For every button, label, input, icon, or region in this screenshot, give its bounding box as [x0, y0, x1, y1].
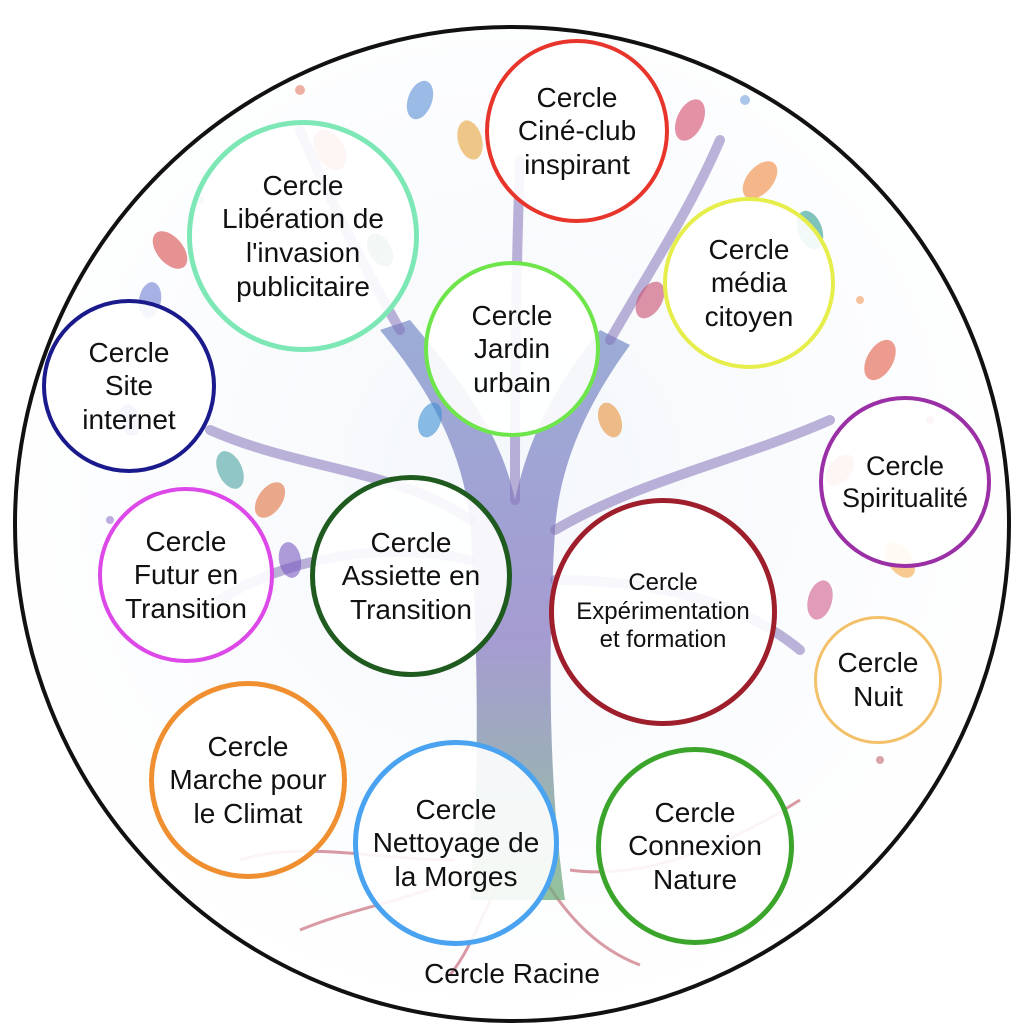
circle-connexion: Cercle Connexion Nature	[596, 747, 794, 945]
circle-label: Cercle Libération de l'invasion publicit…	[222, 169, 384, 302]
circle-marche: Cercle Marche pour le Climat	[149, 681, 347, 879]
circle-label: Cercle Ciné-club inspirant	[517, 81, 637, 180]
circle-label: Cercle Nuit	[837, 647, 919, 712]
circle-label: Cercle Jardin urbain	[471, 299, 553, 398]
circle-nuit: Cercle Nuit	[814, 616, 942, 744]
circle-cine-club: Cercle Ciné-club inspirant	[485, 39, 669, 223]
circle-media: Cercle média citoyen	[663, 197, 835, 369]
circle-label: Cercle Spiritualité	[841, 450, 969, 513]
circle-label: Cercle Marche pour le Climat	[169, 730, 327, 829]
racine-label: Cercle Racine	[424, 958, 600, 989]
circle-futur: Cercle Futur en Transition	[98, 487, 274, 663]
circle-site: Cercle Site internet	[42, 299, 216, 473]
circle-spiritualite: Cercle Spiritualité	[819, 396, 991, 568]
circle-label: Cercle Connexion Nature	[628, 796, 762, 895]
circle-label: Cercle Assiette en Transition	[341, 526, 481, 625]
circle-assiette: Cercle Assiette en Transition	[310, 475, 512, 677]
circle-jardin: Cercle Jardin urbain	[424, 261, 600, 437]
circle-nettoyage: Cercle Nettoyage de la Morges	[353, 740, 559, 946]
circle-label: Cercle média citoyen	[704, 233, 794, 332]
circle-label: Cercle Futur en Transition	[125, 525, 247, 624]
circle-label: Cercle Site internet	[82, 336, 176, 435]
circle-liberation: Cercle Libération de l'invasion publicit…	[187, 120, 419, 352]
circle-label: Cercle Expérimentation et formation	[576, 568, 750, 654]
circle-label: Cercle Nettoyage de la Morges	[372, 793, 540, 892]
circle-experimentation: Cercle Expérimentation et formation	[549, 498, 777, 726]
